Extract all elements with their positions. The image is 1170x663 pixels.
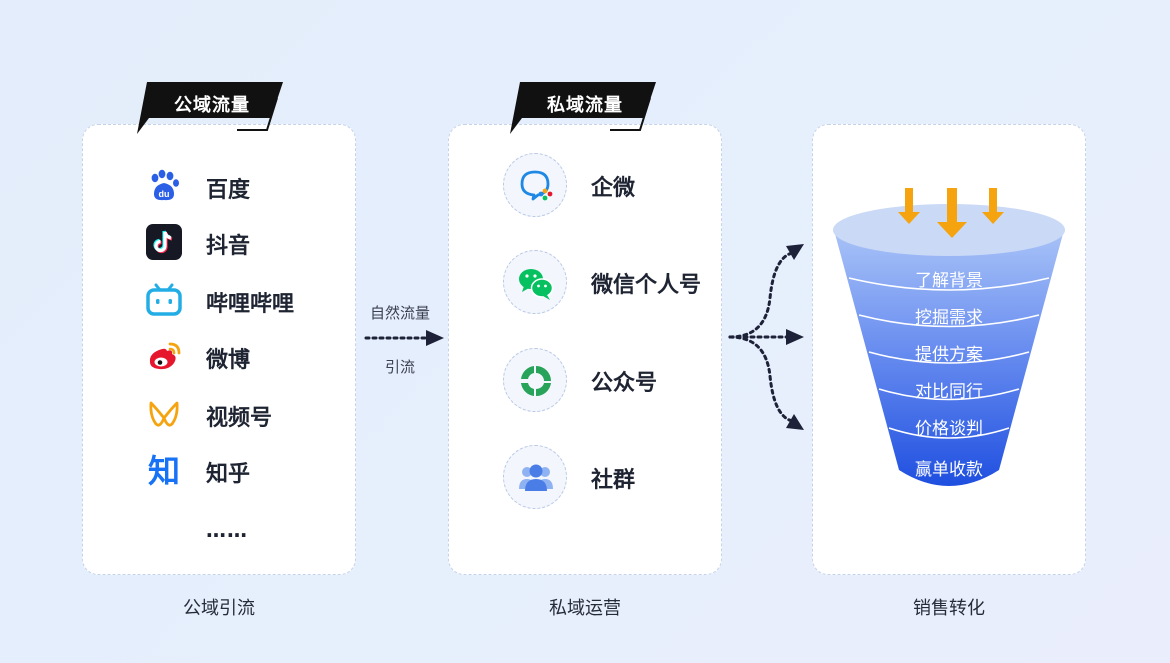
funnel-stage-2: 挖掘需求	[915, 308, 983, 328]
public-item-bilibili: 哔哩哔哩	[146, 282, 346, 318]
funnel-stage-5: 价格谈判	[915, 419, 983, 439]
douyin-icon	[146, 224, 182, 260]
public-item-label: 百度	[206, 178, 251, 203]
sales-funnel	[833, 188, 1065, 486]
public-item-douyin: 抖音	[146, 224, 346, 260]
public-item-label: 知乎	[206, 462, 251, 487]
private-item-label: 企微	[591, 176, 636, 201]
tag-shape	[137, 82, 283, 134]
private-item-label: 社群	[591, 468, 636, 493]
public-item-label: 视频号	[206, 406, 273, 431]
more-platforms-ellipsis: ……	[206, 518, 248, 542]
icon-circle	[503, 445, 567, 509]
public-item-baidu: du 百度	[146, 168, 346, 204]
private-item-label: 公众号	[591, 371, 658, 396]
channels-icon	[149, 401, 179, 427]
svg-text:知: 知	[148, 452, 180, 488]
sales-conversion-caption: 销售转化	[913, 598, 985, 619]
traffic-flow-arrow	[364, 330, 444, 346]
community-icon	[519, 464, 553, 491]
private-traffic-card	[448, 124, 722, 575]
weibo-icon	[149, 342, 181, 370]
funnel-stage-6: 赢单收款	[915, 460, 983, 480]
icon-circle	[503, 153, 567, 217]
public-item-weibo: 微博	[146, 338, 346, 374]
conversion-branch-arrows	[728, 244, 804, 430]
natural-traffic-label: 自然流量	[369, 304, 430, 322]
private-item-community: 社群	[503, 445, 733, 511]
private-item-official-account: 公众号	[503, 348, 733, 414]
zhihu-icon: 知	[148, 452, 180, 488]
public-traffic-tag: 公域流量	[137, 82, 287, 136]
funnel-stage-3: 提供方案	[915, 345, 983, 365]
private-item-wechat: 微信个人号	[503, 250, 733, 316]
wechat-icon	[519, 269, 554, 300]
funnel-stage-4: 对比同行	[915, 382, 983, 402]
private-traffic-tag-label: 私域流量	[547, 95, 623, 116]
public-traffic-caption: 公域引流	[183, 598, 255, 619]
private-operation-caption: 私域运营	[549, 598, 621, 619]
public-item-label: 微博	[206, 348, 251, 373]
icon-circle	[503, 348, 567, 412]
svg-text:du: du	[159, 189, 170, 199]
public-item-channels: 视频号	[146, 396, 346, 432]
public-traffic-card	[82, 124, 356, 575]
tag-shape	[510, 82, 656, 134]
public-traffic-tag-label: 公域流量	[174, 95, 250, 116]
private-traffic-tag: 私域流量	[510, 82, 660, 136]
private-item-wecom: 企微	[503, 153, 733, 219]
funnel-stage-1: 了解背景	[915, 271, 983, 291]
inflow-arrows	[898, 188, 1004, 238]
icon-circle	[503, 250, 567, 314]
public-item-zhihu: 知 知乎	[146, 452, 346, 488]
private-item-label: 微信个人号	[591, 273, 702, 298]
wecom-icon	[520, 170, 553, 201]
official-account-icon	[521, 366, 551, 397]
public-item-label: 抖音	[206, 234, 251, 259]
public-item-label: 哔哩哔哩	[206, 292, 295, 317]
bilibili-icon	[146, 283, 182, 316]
diversion-label: 引流	[384, 358, 415, 376]
baidu-icon: du	[151, 169, 179, 201]
